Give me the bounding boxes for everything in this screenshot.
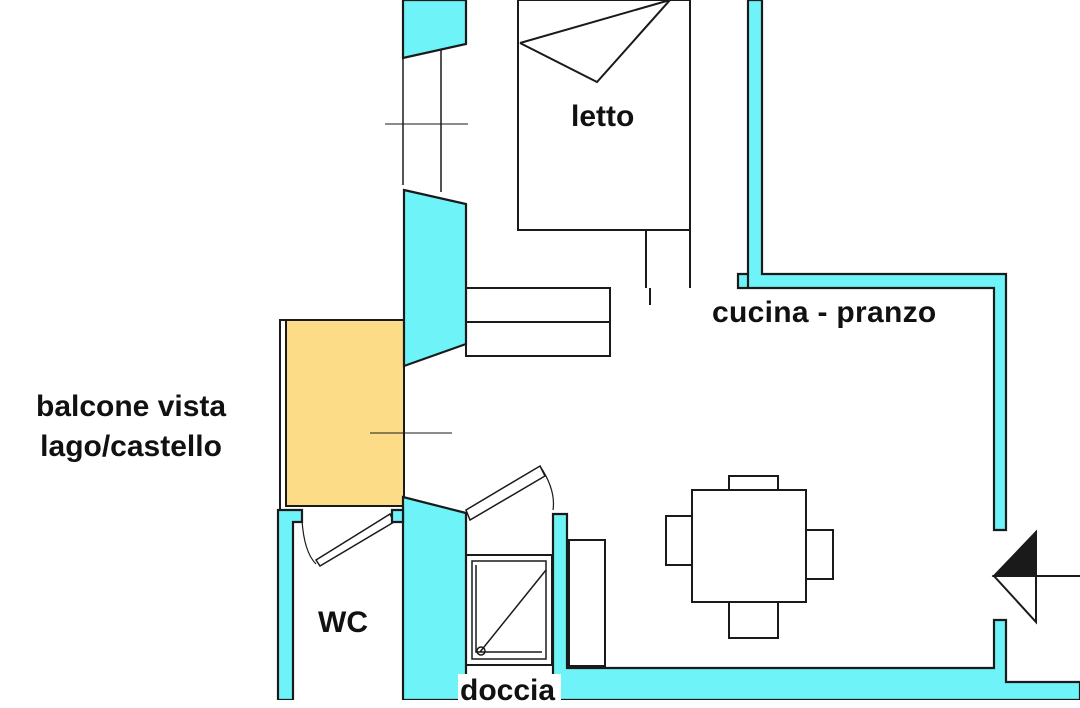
- dining-table: [691, 489, 807, 603]
- room-label-shower: doccia: [458, 674, 562, 708]
- bed-sheet: [519, 0, 672, 84]
- counter: [568, 539, 606, 667]
- walls: [276, 0, 1080, 700]
- entrance-arrow-icon: [991, 529, 1080, 625]
- balcony: [285, 319, 405, 507]
- room-label-bedroom: letto: [571, 100, 635, 133]
- room-label-wc: WC: [318, 606, 368, 639]
- wall-segment: [736, 0, 1008, 532]
- wall-segment: [390, 508, 405, 524]
- room-label-kitchen: cucina - pranzo: [712, 296, 937, 329]
- wall-segment: [401, 495, 468, 700]
- chair: [728, 601, 779, 639]
- balcony-label-line1: balcone vista: [36, 390, 227, 423]
- wall-segment: [551, 512, 1080, 700]
- chair: [728, 475, 779, 491]
- cabinet: [465, 321, 611, 357]
- chair: [665, 515, 693, 566]
- wall-segment: [276, 508, 304, 700]
- chair: [805, 529, 834, 580]
- room-label-balcony: balcone vista lago/castello: [36, 387, 226, 467]
- balcony-label-line2: lago/castello: [40, 430, 222, 463]
- bed: [517, 0, 691, 231]
- cabinet: [465, 287, 611, 323]
- wall-segment: [402, 188, 468, 368]
- door-wc: [314, 512, 395, 568]
- door-shower: [465, 464, 546, 522]
- wall-segment: [401, 0, 468, 60]
